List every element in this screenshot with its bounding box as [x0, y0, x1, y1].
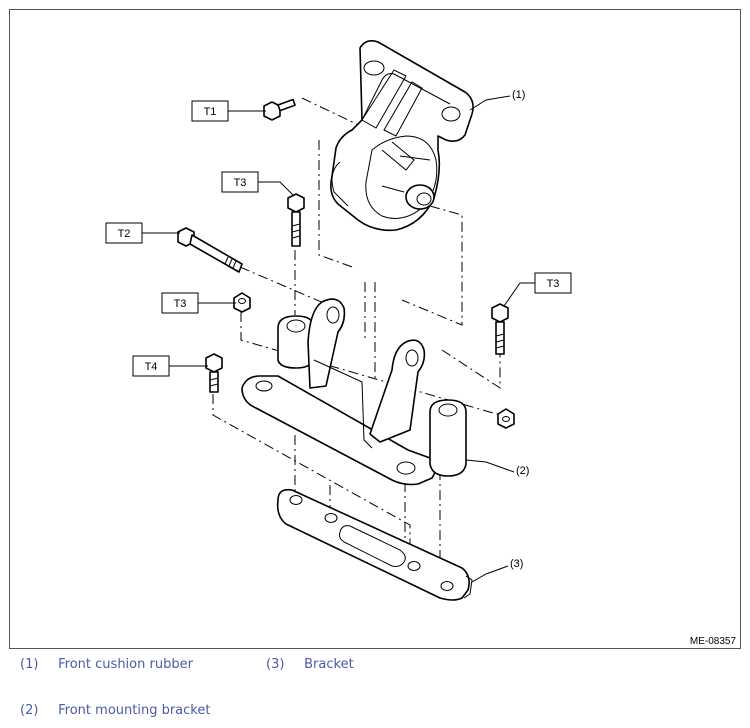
legend-num: (3): [266, 657, 285, 672]
bracket: [276, 488, 473, 601]
legend-item-1: (1) Front cushion rubber: [20, 657, 193, 672]
torque-label-t2: T2: [105, 222, 180, 244]
bolt-t3-upper: [287, 193, 305, 247]
torque-text-t2: T2: [118, 228, 131, 240]
bolt-t2: [177, 227, 243, 273]
bolt-t3-right: [491, 303, 509, 355]
torque-label-t3-upper: T3: [221, 171, 295, 197]
callout-text-2: (2): [516, 465, 529, 477]
torque-text-t3-left: T3: [174, 298, 187, 310]
torque-label-t4: T4: [132, 355, 208, 377]
legend-label: Front mounting bracket: [58, 703, 211, 718]
torque-text-t3-right: T3: [547, 278, 560, 290]
legend-num: (1): [20, 657, 39, 672]
callout-text-1: (1): [512, 89, 525, 101]
front-mounting-bracket: [241, 298, 467, 486]
legend-label: Front cushion rubber: [58, 657, 193, 672]
nut-lower-right: [497, 408, 515, 429]
callout-3: (3): [471, 558, 523, 583]
torque-label-t3-right: T3: [503, 272, 572, 307]
torque-label-t3-left: T3: [161, 292, 236, 314]
callout-2: (2): [465, 459, 529, 477]
exploded-diagram: T1 T3 T2 T3 T3 T4 (1) (2) (3) ME-08357: [9, 9, 741, 649]
legend-num: (2): [20, 703, 39, 718]
torque-label-t1: T1: [191, 100, 266, 122]
figure-code: ME-08357: [690, 636, 737, 647]
front-cushion-rubber: [330, 40, 474, 232]
legend-item-2: (2) Front mounting bracket: [20, 703, 210, 718]
torque-text-t1: T1: [204, 106, 217, 118]
nut-t3-left: [233, 292, 251, 313]
callout-text-3: (3): [510, 558, 523, 570]
torque-text-t4: T4: [145, 361, 158, 373]
callout-1: (1): [469, 89, 525, 111]
legend-item-3: (3) Bracket: [266, 657, 354, 672]
bolt-t4: [205, 353, 223, 393]
bolt-t1: [263, 98, 296, 121]
torque-text-t3-upper: T3: [234, 177, 247, 189]
legend-label: Bracket: [304, 657, 354, 672]
